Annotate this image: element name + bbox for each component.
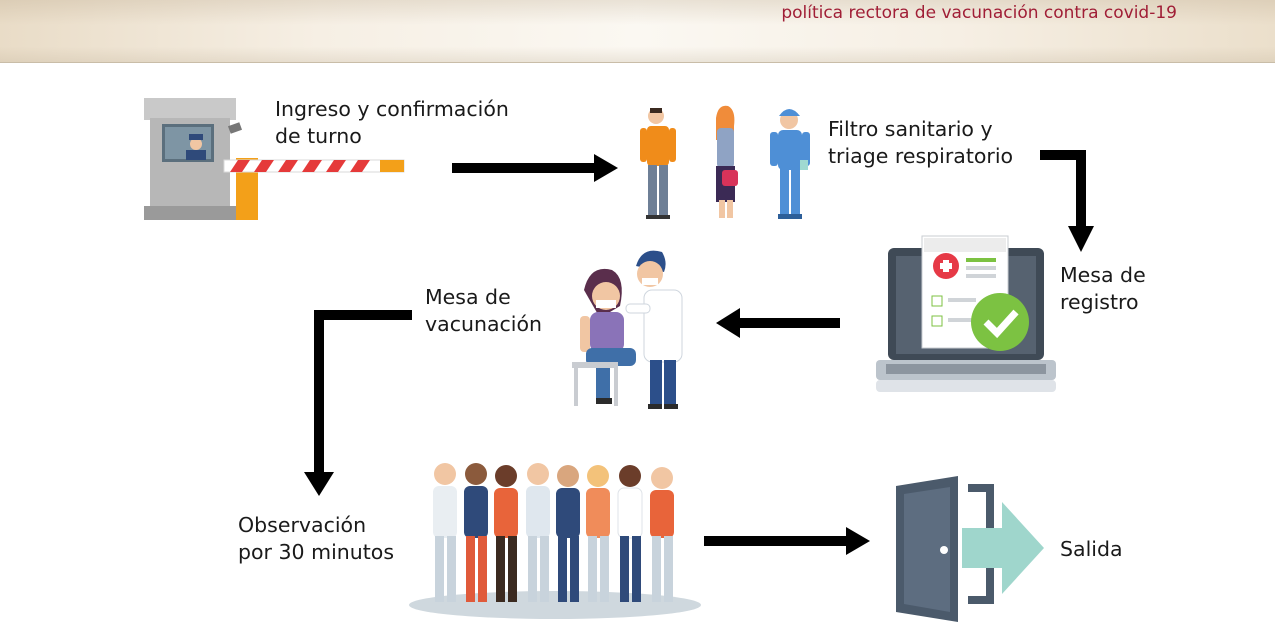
step-label-filtro: Filtro sanitario y triage respiratorio xyxy=(828,116,1013,170)
header-banner xyxy=(0,0,1275,62)
step-label-line: Ingreso y confirmación xyxy=(275,97,509,121)
arrow-step2-to-step3 xyxy=(1040,150,1094,252)
step-label-registro: Mesa de registro xyxy=(1060,262,1146,316)
step-label-line: por 30 minutos xyxy=(238,540,395,564)
arrow-step1-to-step2 xyxy=(452,154,618,182)
vaccination-icon xyxy=(572,250,683,409)
step-label-line: triage respiratorio xyxy=(828,144,1014,168)
step-label-line: de turno xyxy=(275,124,362,148)
step-label-line: Filtro sanitario y xyxy=(828,117,993,141)
header-divider xyxy=(0,62,1275,63)
arrow-step3-to-step4 xyxy=(716,308,840,338)
step-label-observacion: Observación por 30 minutos xyxy=(238,512,394,566)
header-title: política rectora de vacunación contra co… xyxy=(781,3,1177,23)
exit-door-icon xyxy=(896,476,1044,622)
crowd-observation-icon xyxy=(409,463,701,619)
step-label-line: Observación xyxy=(238,513,367,537)
guard-booth-icon xyxy=(144,98,405,220)
step-label-line: vacunación xyxy=(425,312,543,336)
header-shade xyxy=(0,0,1275,62)
step-label-line: Mesa de xyxy=(425,285,511,309)
step-label-salida: Salida xyxy=(1060,536,1123,563)
step-label-line: Mesa de xyxy=(1060,263,1146,287)
arrow-step4-to-step5 xyxy=(304,310,412,496)
laptop-registration-icon xyxy=(876,235,1056,392)
arrow-step5-to-step6 xyxy=(704,527,870,555)
step-label-ingreso: Ingreso y confirmación de turno xyxy=(275,96,509,150)
step-label-line: registro xyxy=(1060,290,1139,314)
step-label-line: Salida xyxy=(1060,537,1123,561)
screening-people-icon xyxy=(640,105,810,219)
step-label-vacunacion: Mesa de vacunación xyxy=(425,284,542,338)
